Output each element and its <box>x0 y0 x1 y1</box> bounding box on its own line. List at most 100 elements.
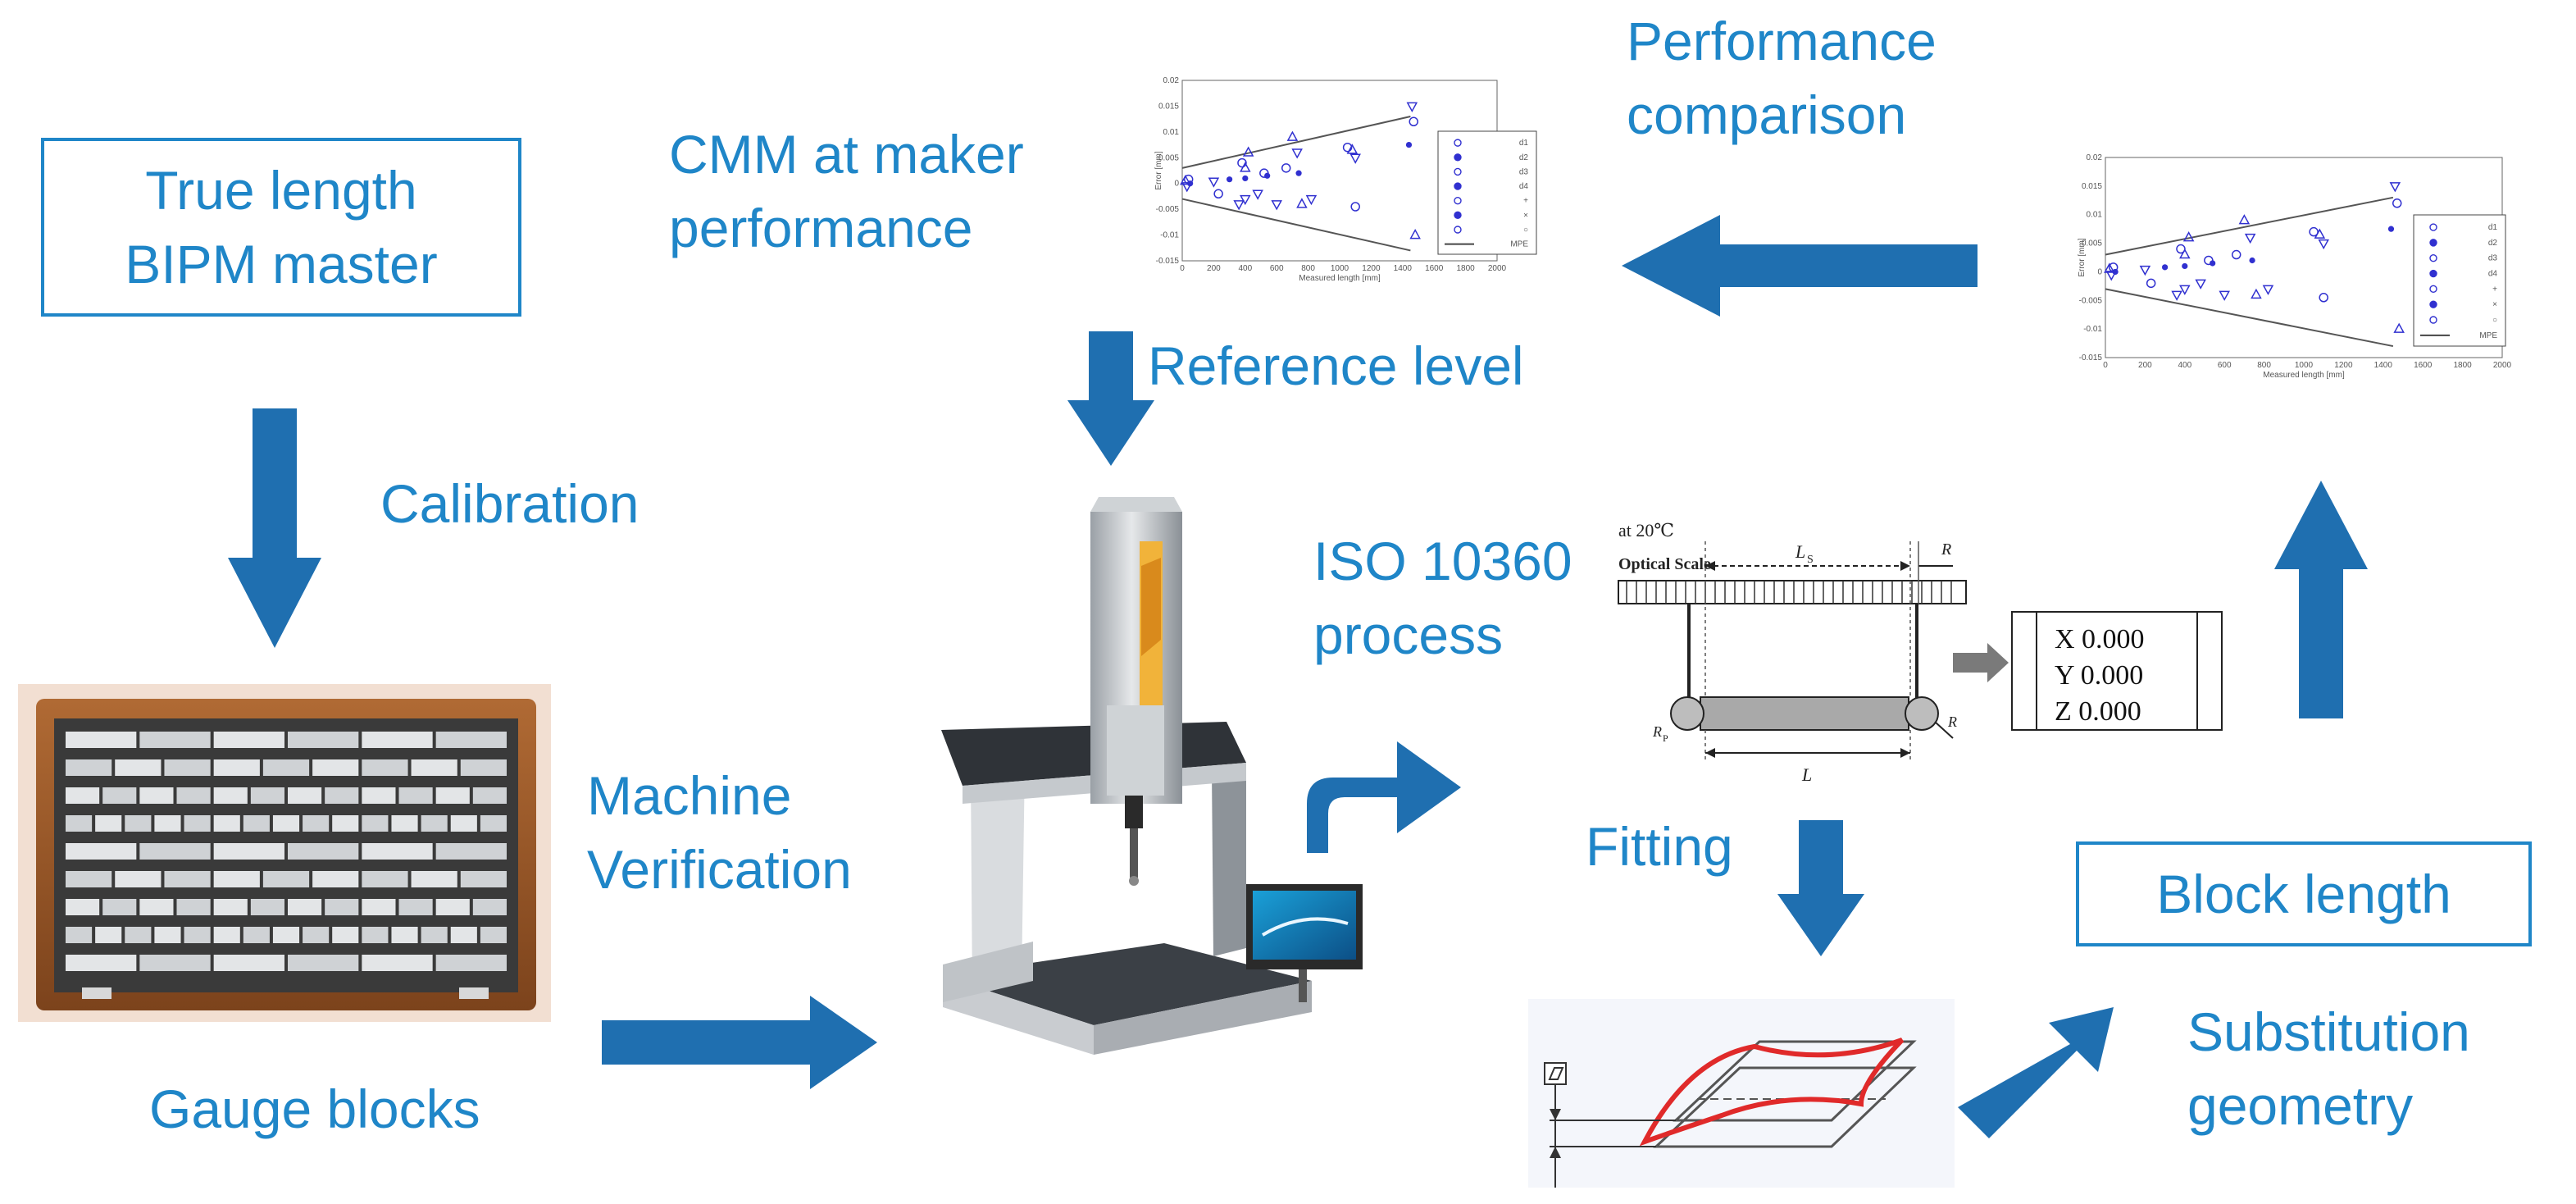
gauge-block <box>66 787 100 804</box>
gauge-block <box>303 927 330 943</box>
gauge-block <box>435 899 470 915</box>
gauge-block <box>213 787 248 804</box>
x-tick-label: 2000 <box>2493 361 2512 370</box>
gauge-block <box>66 927 93 943</box>
data-point <box>2195 279 2206 290</box>
gauge-block <box>435 787 470 804</box>
x-tick-label: 400 <box>2178 361 2191 370</box>
legend-marker <box>1454 197 1462 205</box>
iso-10360-diagram: at 20℃ Optical Scale L S R R P R L <box>1618 520 2223 785</box>
data-point <box>2389 182 2401 193</box>
block-length-box: Block length <box>2076 841 2532 946</box>
data-point <box>1180 175 1191 185</box>
machine-verification-line2: Verification <box>587 839 852 900</box>
data-point <box>2314 228 2326 239</box>
y-tick-label: 0.015 <box>2082 182 2102 191</box>
x-tick-label: 0 <box>1180 264 1185 273</box>
gauge-block <box>325 787 359 804</box>
legend-entry: × <box>1523 211 1528 220</box>
substitution-geometry-line2: geometry <box>2187 1075 2414 1136</box>
gauge-block <box>472 899 507 915</box>
gauge-block <box>176 787 211 804</box>
performance-comparison-line1: Performance <box>1627 11 1937 71</box>
gauge-block <box>250 787 284 804</box>
x-tick-label: 0 <box>2103 361 2108 370</box>
data-point <box>2179 248 2191 259</box>
legend-entry: d2 <box>1519 153 1529 162</box>
x-tick-label: 200 <box>1207 264 1221 273</box>
gauge-block <box>398 787 433 804</box>
readout-x: X 0.000 <box>2055 624 2145 654</box>
data-point <box>1296 198 1308 208</box>
y-tick-label: -0.005 <box>1156 205 1180 214</box>
gauge-block <box>164 871 211 887</box>
gauge-block <box>411 871 457 887</box>
gauge-block <box>154 815 181 832</box>
data-point <box>1240 194 1251 206</box>
iso-process-line1: ISO 10360 <box>1313 531 1572 591</box>
gauge-block <box>125 927 152 943</box>
legend-entry: d3 <box>2488 254 2498 263</box>
gauge-block <box>435 955 507 971</box>
mpe-line <box>1181 116 1411 169</box>
y-tick-label: -0.015 <box>2079 353 2103 363</box>
arrow-reference-level <box>1067 331 1154 466</box>
gauge-block <box>213 927 240 943</box>
gauge-block <box>125 815 152 832</box>
data-point <box>1291 148 1303 159</box>
data-point <box>2249 257 2255 264</box>
iso-process-line2: process <box>1313 604 1504 665</box>
gauge-block <box>421 815 448 832</box>
data-point <box>2112 268 2119 276</box>
data-point <box>1252 189 1263 200</box>
true-length-line1: True length <box>145 160 417 221</box>
gauge-block <box>176 899 211 915</box>
readout-z: Z 0.000 <box>2055 696 2141 727</box>
y-tick-label: 0.005 <box>2082 239 2102 249</box>
x-axis-label: Measured length [mm] <box>2263 371 2345 380</box>
ls-subscript: S <box>1807 554 1814 566</box>
data-point <box>1406 102 1418 112</box>
ls-label: L <box>1795 541 1805 562</box>
gauge-block <box>66 732 137 748</box>
mpe-line <box>2105 196 2394 256</box>
data-point <box>1227 176 1233 183</box>
data-point <box>1213 189 1223 199</box>
data-point <box>1350 202 1360 212</box>
gauge-block <box>435 843 507 860</box>
legend-marker <box>2429 300 2437 308</box>
cmm-machine-image <box>941 497 1363 1055</box>
legend-marker <box>2429 223 2437 231</box>
data-point <box>1187 180 1194 187</box>
gauge-block <box>312 759 359 776</box>
gauge-block <box>213 955 284 971</box>
gauge-block <box>391 815 418 832</box>
performance-comparison-line2: comparison <box>1627 84 1907 145</box>
y-tick-label: 0.01 <box>2087 211 2103 220</box>
gauge-blocks-label: Gauge blocks <box>149 1079 480 1139</box>
gauge-block <box>139 955 211 971</box>
x-tick-label: 800 <box>2257 361 2271 370</box>
data-point <box>2179 285 2191 295</box>
gauge-block <box>139 899 174 915</box>
legend-marker <box>1454 153 1462 162</box>
substitution-geometry-line1: Substitution <box>2187 1001 2470 1062</box>
l-label: L <box>1801 764 1812 785</box>
rp-subscript: P <box>1663 732 1668 744</box>
data-point <box>2146 278 2156 289</box>
gauge-block <box>480 815 507 832</box>
data-point <box>1242 146 1254 157</box>
legend-marker <box>2429 269 2437 278</box>
gauge-block <box>288 732 359 748</box>
gauge-block <box>262 871 310 887</box>
gauge-block <box>184 927 211 943</box>
chart-legend <box>1437 130 1537 255</box>
gauge-block <box>362 871 408 887</box>
y-tick-label: 0.005 <box>1158 153 1179 162</box>
cmm-maker-line2: performance <box>669 198 973 258</box>
gauge-block <box>362 899 396 915</box>
gauge-block <box>66 815 93 832</box>
legend-entry: MPE <box>2479 331 2497 340</box>
cmm-maker-line1: CMM at maker <box>669 124 1024 185</box>
gauge-block <box>115 759 162 776</box>
